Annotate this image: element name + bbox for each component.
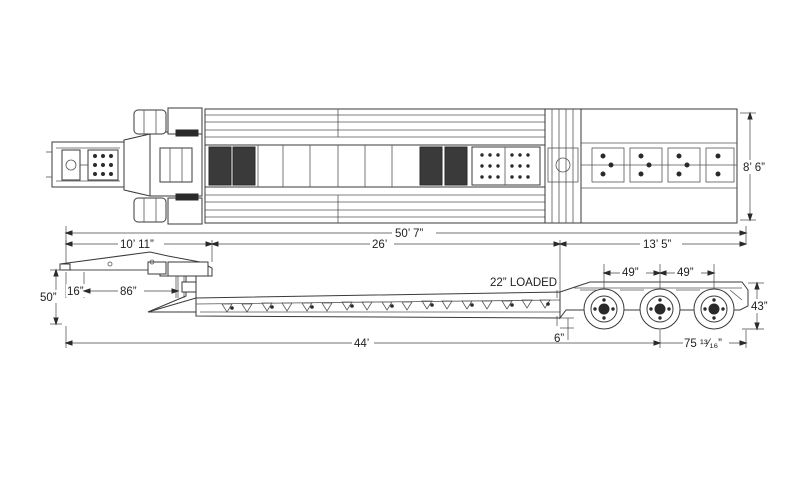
deck-length-dim: 26’: [372, 239, 387, 251]
gooseneck-height-dim: 50”: [40, 292, 57, 304]
axle-spacing-1-dim: 49”: [622, 267, 639, 279]
rear-wheels: [583, 288, 735, 330]
loaded-height-dim: 22” LOADED: [490, 277, 557, 289]
kingpin-setback-dim: 16”: [67, 286, 84, 298]
overall-length-dim: 50’ 7”: [395, 228, 424, 240]
side-view: 50’ 7” 10’ 11” 26’ 13’ 5”: [40, 226, 776, 350]
axle-spacing-2-dim: 49”: [677, 267, 694, 279]
gooseneck-length-dim: 10’ 11”: [120, 239, 154, 251]
swing-clearance-dim: 86”: [120, 286, 137, 298]
plan-view: 8’ 6”: [46, 107, 772, 225]
rear-length-dim: 13’ 5”: [643, 239, 672, 251]
rear-deck-height-dim: 43”: [751, 301, 768, 313]
base-length-dim: 44’: [354, 338, 369, 350]
width-dim: 8’ 6”: [743, 162, 765, 174]
rear-axle-dim: 75 ¹³⁄₁₆”: [684, 338, 722, 350]
ground-clearance-dim: 6”: [554, 333, 564, 345]
